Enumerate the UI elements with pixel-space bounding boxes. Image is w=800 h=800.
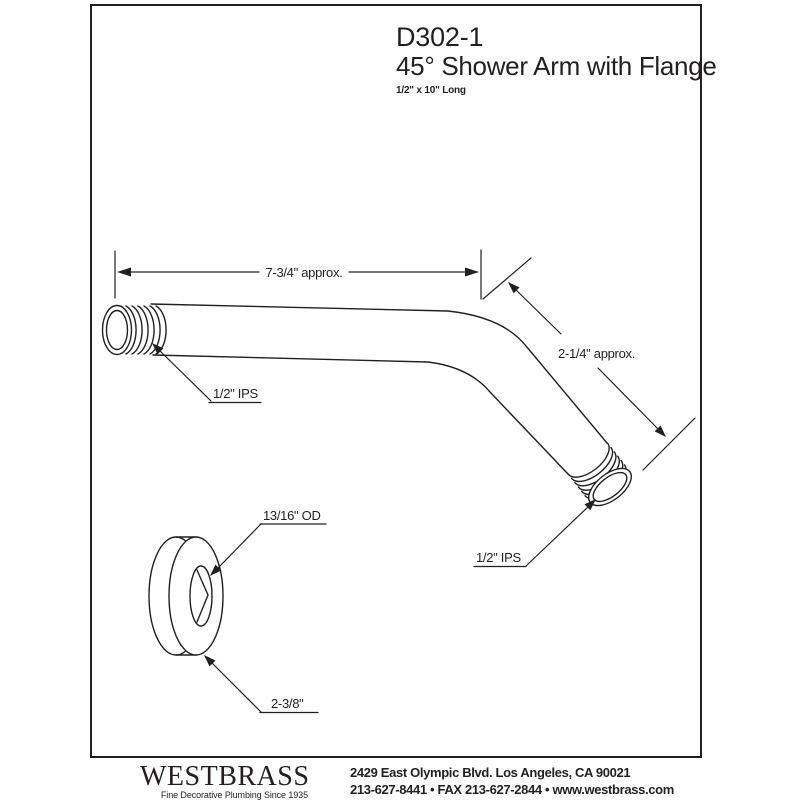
dimension-label-arm-length: 7-3/4" approx. (265, 265, 342, 280)
label-ips-left: 1/2" IPS (152, 343, 262, 404)
label-text-ips-bottom: 1/2" IPS (476, 550, 521, 565)
product-size: 1/2" x 10" Long (396, 85, 466, 96)
arrow-head-lower (654, 425, 666, 437)
brand-tagline: Fine Decorative Plumbing Since 1935 (160, 790, 308, 800)
arrow-head (584, 499, 596, 511)
leader-line (157, 348, 212, 402)
leader-line (209, 660, 262, 713)
model-number: D302-1 (396, 22, 484, 52)
arrow-head-right (465, 267, 479, 277)
arrow-head-left (117, 267, 131, 277)
arm-left-end-cap-inner (105, 309, 129, 351)
leader-line (525, 504, 591, 567)
label-ips-bottom: 1/2" IPS (473, 499, 596, 568)
label-text-flange-diameter: 2-3/8" (271, 696, 304, 711)
dimension-label-bend-length: 2-1/4" approx. (558, 346, 635, 361)
flange-hole-bore (196, 569, 209, 623)
dimension-arm-length: 7-3/4" approx. (114, 249, 482, 300)
arm-outline-top (150, 303, 608, 444)
brand-logo: WESTBRASS Fine Decorative Plumbing Since… (140, 761, 310, 800)
leader-lower (597, 367, 663, 434)
contact-block: 2429 East Olympic Blvd. Los Angeles, CA … (350, 764, 674, 798)
flange-hole (189, 565, 213, 627)
arrow-head-upper (508, 282, 520, 294)
label-flange-diameter: 2-3/8" (204, 655, 319, 714)
label-flange-od: 13/16" OD (210, 508, 327, 576)
arm-bottom-end-cap-inner (592, 471, 628, 503)
dimension-bend-length: 2-1/4" approx. (482, 257, 696, 471)
arrow-head (204, 655, 216, 667)
contact-line: 213-627-8441 • FAX 213-627-2844 • www.we… (350, 782, 674, 797)
title-block: D302-1 45° Shower Arm with Flange 1/2" x… (396, 22, 717, 96)
shower-arm (101, 303, 632, 507)
slash-tick-lower (642, 417, 696, 471)
arm-left-end-cap (101, 304, 133, 356)
brand-logo-text: WESTBRASS (140, 761, 310, 792)
product-name: 45° Shower Arm with Flange (396, 51, 717, 81)
address-line: 2429 East Olympic Blvd. Los Angeles, CA … (350, 765, 631, 780)
arrow-head (152, 343, 164, 355)
flange (148, 536, 224, 656)
arm-outline-bottom (152, 354, 569, 475)
leader-upper (511, 285, 562, 335)
label-text-flange-od: 13/16" OD (263, 508, 321, 523)
arm-bottom-thread (567, 442, 632, 507)
slash-tick-upper (482, 257, 532, 300)
label-text-ips-left: 1/2" IPS (213, 386, 258, 401)
leader-line (215, 523, 262, 571)
arrow-head (210, 564, 222, 576)
